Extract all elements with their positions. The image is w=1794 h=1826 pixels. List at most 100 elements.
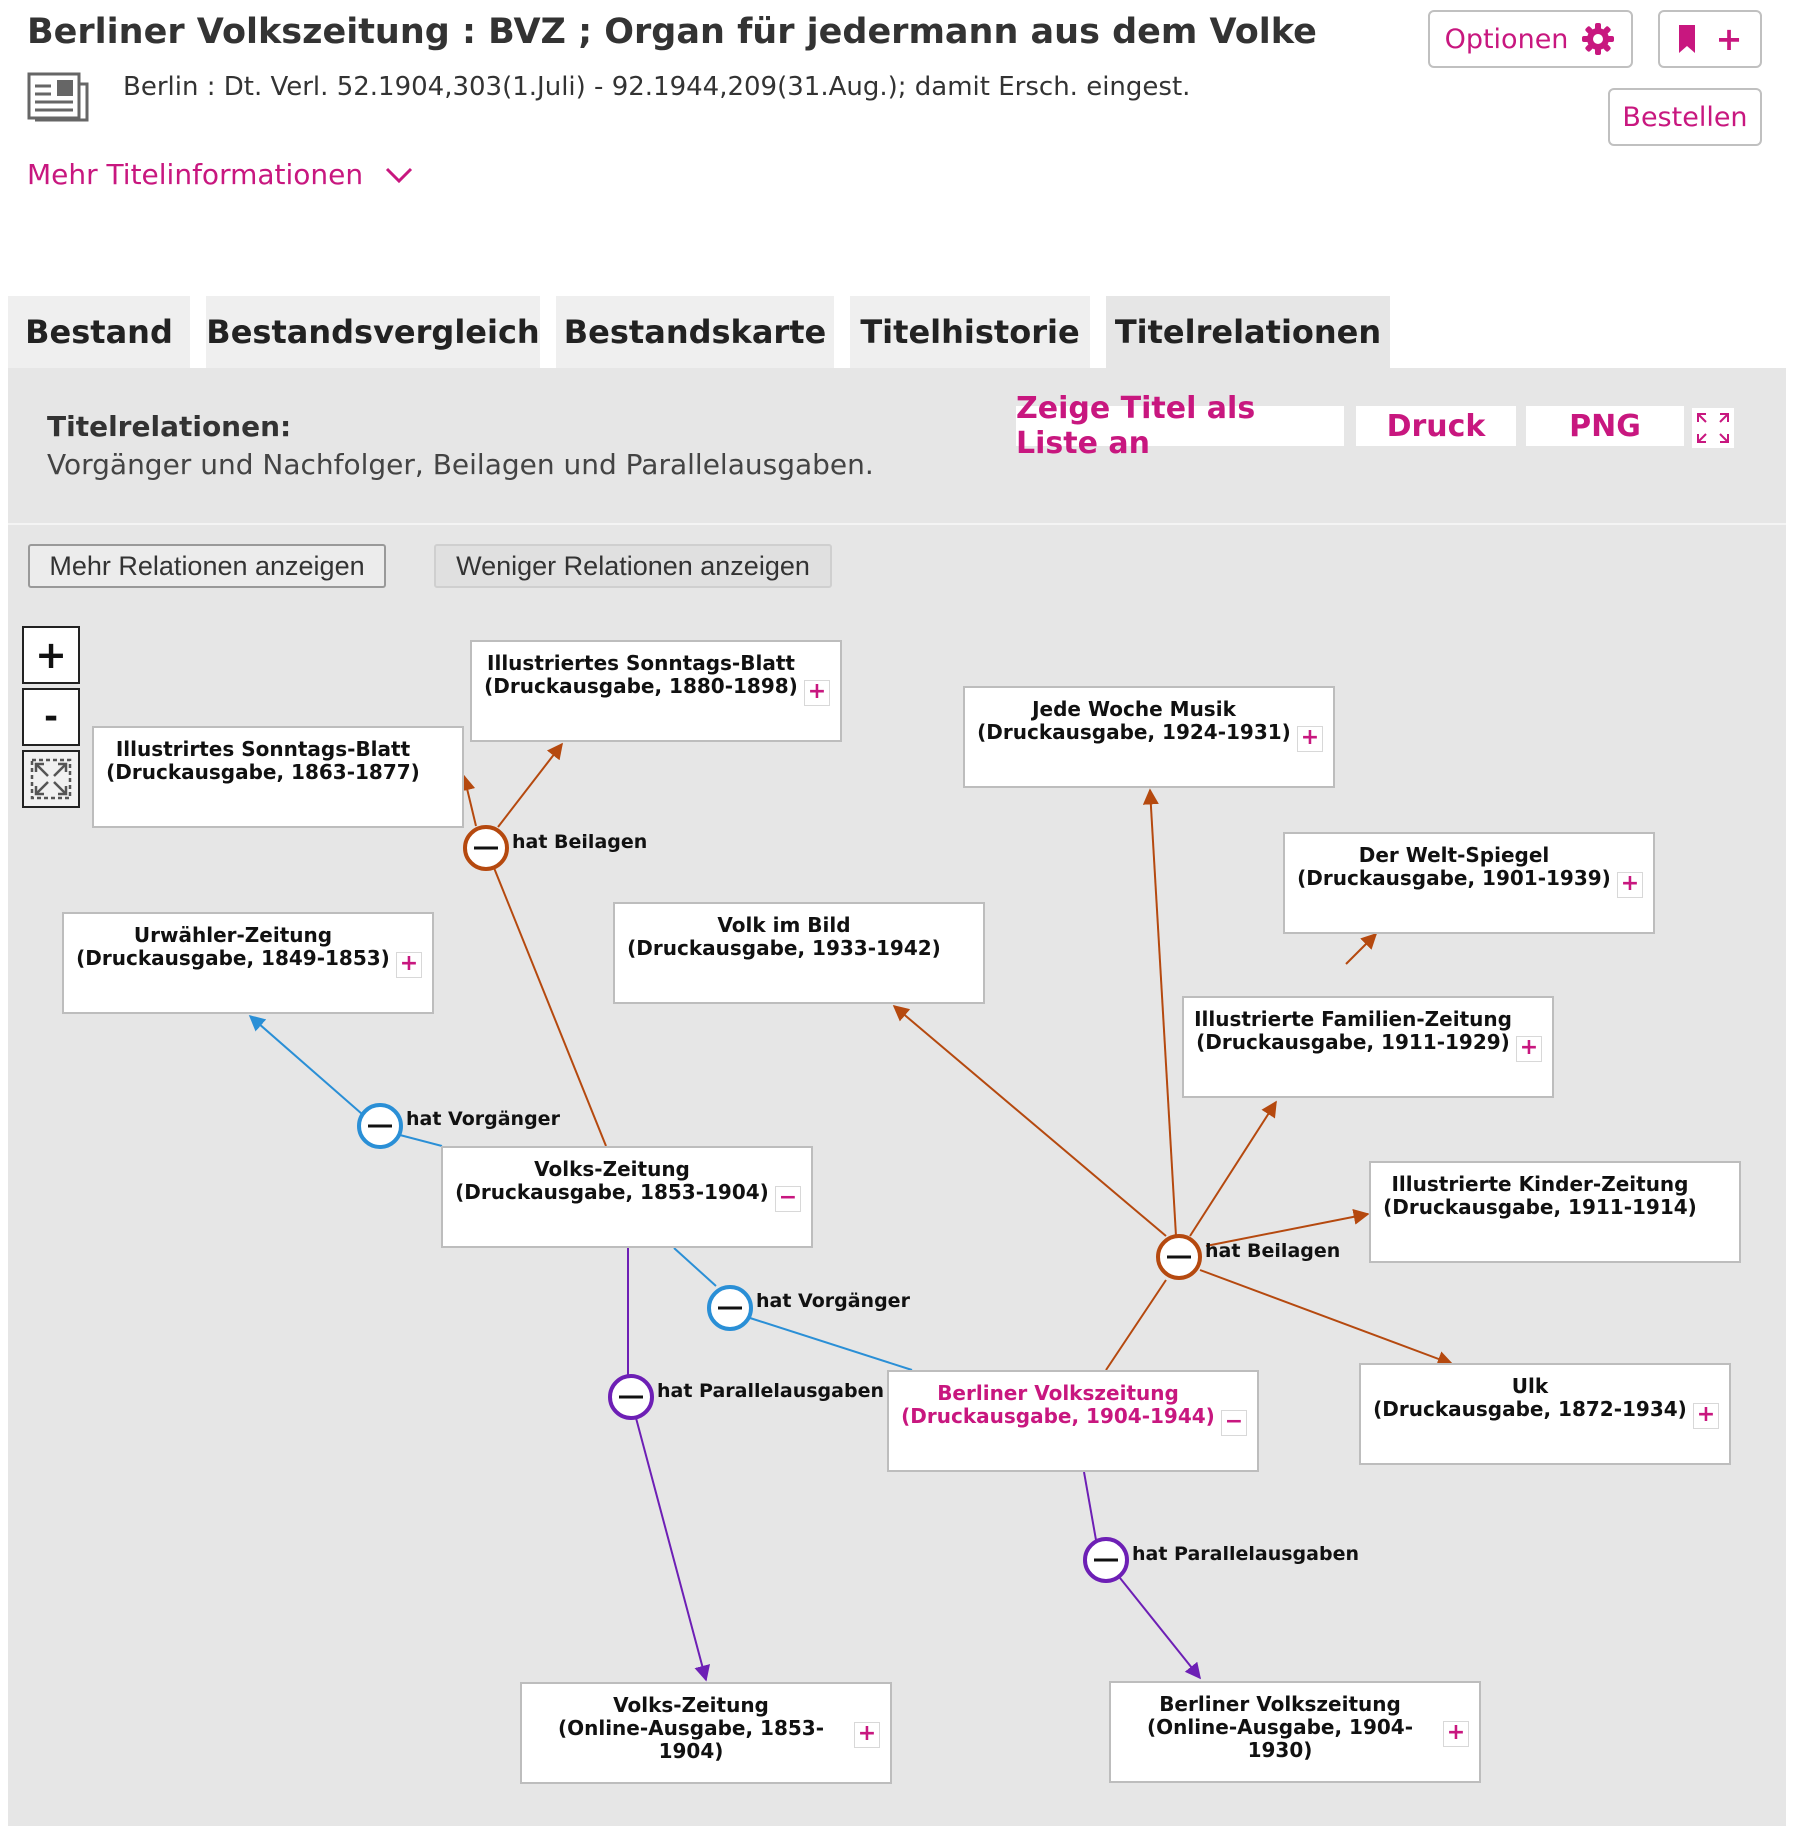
graph-node[interactable]: Ulk (Druckausgabe, 1872-1934) + — [1359, 1363, 1731, 1465]
tab-bestand[interactable]: Bestand — [8, 296, 190, 368]
zoom-out-button[interactable]: - — [22, 688, 80, 746]
edge-line — [248, 1014, 363, 1115]
node-title: Illustrierte Kinder-Zeitung — [1391, 1172, 1689, 1196]
edge-line — [673, 1247, 717, 1287]
collapse-parallel-icon — [1083, 1537, 1129, 1583]
edge-label: hat Beilagen — [512, 831, 648, 853]
node-title: Der Welt-Spiegel — [1358, 843, 1550, 867]
graph-node[interactable]: Illustriertes Sonntags-Blatt (Druckausga… — [470, 640, 842, 742]
graph-node[interactable]: Volk im Bild (Druckausgabe, 1933-1942) — [613, 902, 985, 1004]
edge-label: hat Vorgänger — [756, 1290, 910, 1312]
node-subtitle: (Druckausgabe, 1901-1939) — [1297, 866, 1611, 890]
node-subtitle: (Druckausgabe, 1849-1853) — [76, 946, 390, 970]
node-title: Illustrirtes Sonntags-Blatt — [115, 737, 411, 761]
node-title: Ulk — [1511, 1374, 1549, 1398]
collapse-beilagen-icon — [463, 825, 509, 871]
graph-node[interactable]: Illustrierte Familien-Zeitung (Druckausg… — [1182, 996, 1554, 1098]
edge-label: hat Beilagen — [1205, 1240, 1341, 1262]
edge-label: hat Parallelausgaben — [1132, 1543, 1359, 1565]
node-title: Volk im Bild — [717, 913, 851, 937]
node-subtitle: (Druckausgabe, 1880-1898) — [484, 674, 798, 698]
expand-node-button[interactable]: + — [1516, 1036, 1542, 1062]
tab-titelrelationen[interactable]: Titelrelationen — [1106, 296, 1390, 368]
node-subtitle: (Druckausgabe, 1933-1942) — [627, 936, 941, 960]
more-title-info-label: Mehr Titelinformationen — [27, 158, 364, 191]
options-label: Optionen — [1444, 23, 1569, 55]
order-button[interactable]: Bestellen — [1608, 88, 1762, 146]
relations-description: Vorgänger und Nachfolger, Beilagen und P… — [47, 448, 874, 481]
page-title: Berliner Volkszeitung : BVZ ; Organ für … — [27, 12, 1317, 52]
collapse-node-button[interactable]: − — [1221, 1410, 1247, 1436]
node-subtitle: (Druckausgabe, 1911-1914) — [1383, 1195, 1697, 1219]
node-subtitle: (Druckausgabe, 1924-1931) — [977, 720, 1291, 744]
edge-line — [1199, 1269, 1454, 1367]
bookmark-plus-label: + — [1715, 20, 1743, 58]
expand-node-button[interactable]: + — [1617, 872, 1643, 898]
collapse-beilagen-icon — [1156, 1234, 1202, 1280]
graph-node[interactable]: Illustrirtes Sonntags-Blatt (Druckausgab… — [92, 726, 464, 828]
bookmark-button[interactable]: + — [1658, 10, 1762, 68]
tab-titelhistorie[interactable]: Titelhistorie — [850, 296, 1090, 368]
node-subtitle: (Druckausgabe, 1853-1904) — [455, 1180, 769, 1204]
edge-line — [1119, 1577, 1201, 1680]
node-title: Illustriertes Sonntags-Blatt — [487, 651, 795, 675]
node-title: Volks-Zeitung — [534, 1157, 690, 1181]
expand-node-button[interactable]: + — [396, 952, 422, 978]
node-title: Berliner Volkszeitung — [937, 1381, 1179, 1405]
node-subtitle: (Druckausgabe, 1872-1934) — [1373, 1397, 1687, 1421]
graph-node[interactable]: Berliner Volkszeitung (Online-Ausgabe, 1… — [1109, 1681, 1481, 1783]
more-relations-button[interactable]: Mehr Relationen anzeigen — [28, 544, 386, 588]
fewer-relations-button[interactable]: Weniger Relationen anzeigen — [434, 544, 832, 588]
gear-icon — [1582, 23, 1615, 55]
node-title: Berliner Volkszeitung — [1159, 1692, 1401, 1716]
node-title: Urwähler-Zeitung — [133, 923, 333, 947]
edge-line — [1083, 1471, 1097, 1541]
graph-node[interactable]: Urwähler-Zeitung (Druckausgabe, 1849-185… — [62, 912, 434, 1014]
edge-line — [497, 742, 563, 828]
expand-node-button[interactable]: + — [854, 1722, 880, 1748]
edge-line — [892, 1004, 1167, 1237]
edge-line — [459, 774, 477, 827]
relations-heading: Titelrelationen: — [47, 410, 292, 443]
graph-node[interactable]: Illustrierte Kinder-Zeitung (Druckausgab… — [1369, 1161, 1741, 1263]
options-button[interactable]: Optionen — [1428, 10, 1633, 68]
node-title: Volks-Zeitung — [613, 1693, 769, 1717]
tab-bestandskarte[interactable]: Bestandskarte — [556, 296, 834, 368]
collapse-node-button[interactable]: − — [775, 1186, 801, 1212]
edge-label: hat Vorgänger — [406, 1108, 560, 1130]
expand-node-button[interactable]: + — [1693, 1403, 1719, 1429]
bookmark-icon — [1678, 25, 1695, 53]
node-subtitle: (Online-Ausgabe, 1904-1930) — [1146, 1715, 1414, 1762]
expand-node-button[interactable]: + — [1297, 726, 1323, 752]
edge-line — [1142, 788, 1177, 1237]
edge-label: hat Parallelausgaben — [657, 1380, 884, 1402]
node-subtitle: (Druckausgabe, 1911-1929) — [1196, 1030, 1510, 1054]
node-title: Illustrierte Familien-Zeitung — [1194, 1007, 1512, 1031]
edge-line — [485, 847, 607, 1147]
panel-divider — [8, 523, 1786, 525]
graph-node[interactable]: Jede Woche Musik (Druckausgabe, 1924-193… — [963, 686, 1335, 788]
chevron-down-icon — [385, 167, 413, 184]
node-subtitle: (Druckausgabe, 1863-1877) — [106, 760, 420, 784]
publication-info: Berlin : Dt. Verl. 52.1904,303(1.Juli) -… — [123, 72, 1191, 102]
collapse-vorgaenger-icon — [357, 1103, 403, 1149]
graph-node[interactable]: Volks-Zeitung (Online-Ausgabe, 1853-1904… — [520, 1682, 892, 1784]
edge-line — [395, 1133, 443, 1147]
zoom-in-button[interactable]: + — [22, 626, 80, 684]
node-subtitle: (Online-Ausgabe, 1853-1904) — [557, 1716, 825, 1763]
node-subtitle: (Druckausgabe, 1904-1944) — [901, 1404, 1215, 1428]
tab-bestandsvergleich[interactable]: Bestandsvergleich — [206, 296, 540, 368]
fit-graph-icon[interactable] — [22, 750, 80, 808]
more-title-info-link[interactable]: Mehr Titelinformationen — [27, 158, 414, 191]
print-button[interactable]: Druck — [1356, 406, 1516, 446]
fullscreen-icon[interactable] — [1692, 408, 1734, 448]
newspaper-icon — [27, 70, 89, 125]
expand-node-button[interactable]: + — [1443, 1721, 1469, 1747]
expand-node-button[interactable]: + — [804, 680, 830, 706]
edge-line — [1205, 1208, 1370, 1247]
edge-line — [635, 1417, 711, 1682]
graph-node[interactable]: Volks-Zeitung (Druckausgabe, 1853-1904) … — [441, 1146, 813, 1248]
graph-node-current[interactable]: Berliner Volkszeitung (Druckausgabe, 190… — [887, 1370, 1259, 1472]
png-button[interactable]: PNG — [1526, 406, 1684, 446]
graph-node[interactable]: Der Welt-Spiegel (Druckausgabe, 1901-193… — [1283, 832, 1655, 934]
